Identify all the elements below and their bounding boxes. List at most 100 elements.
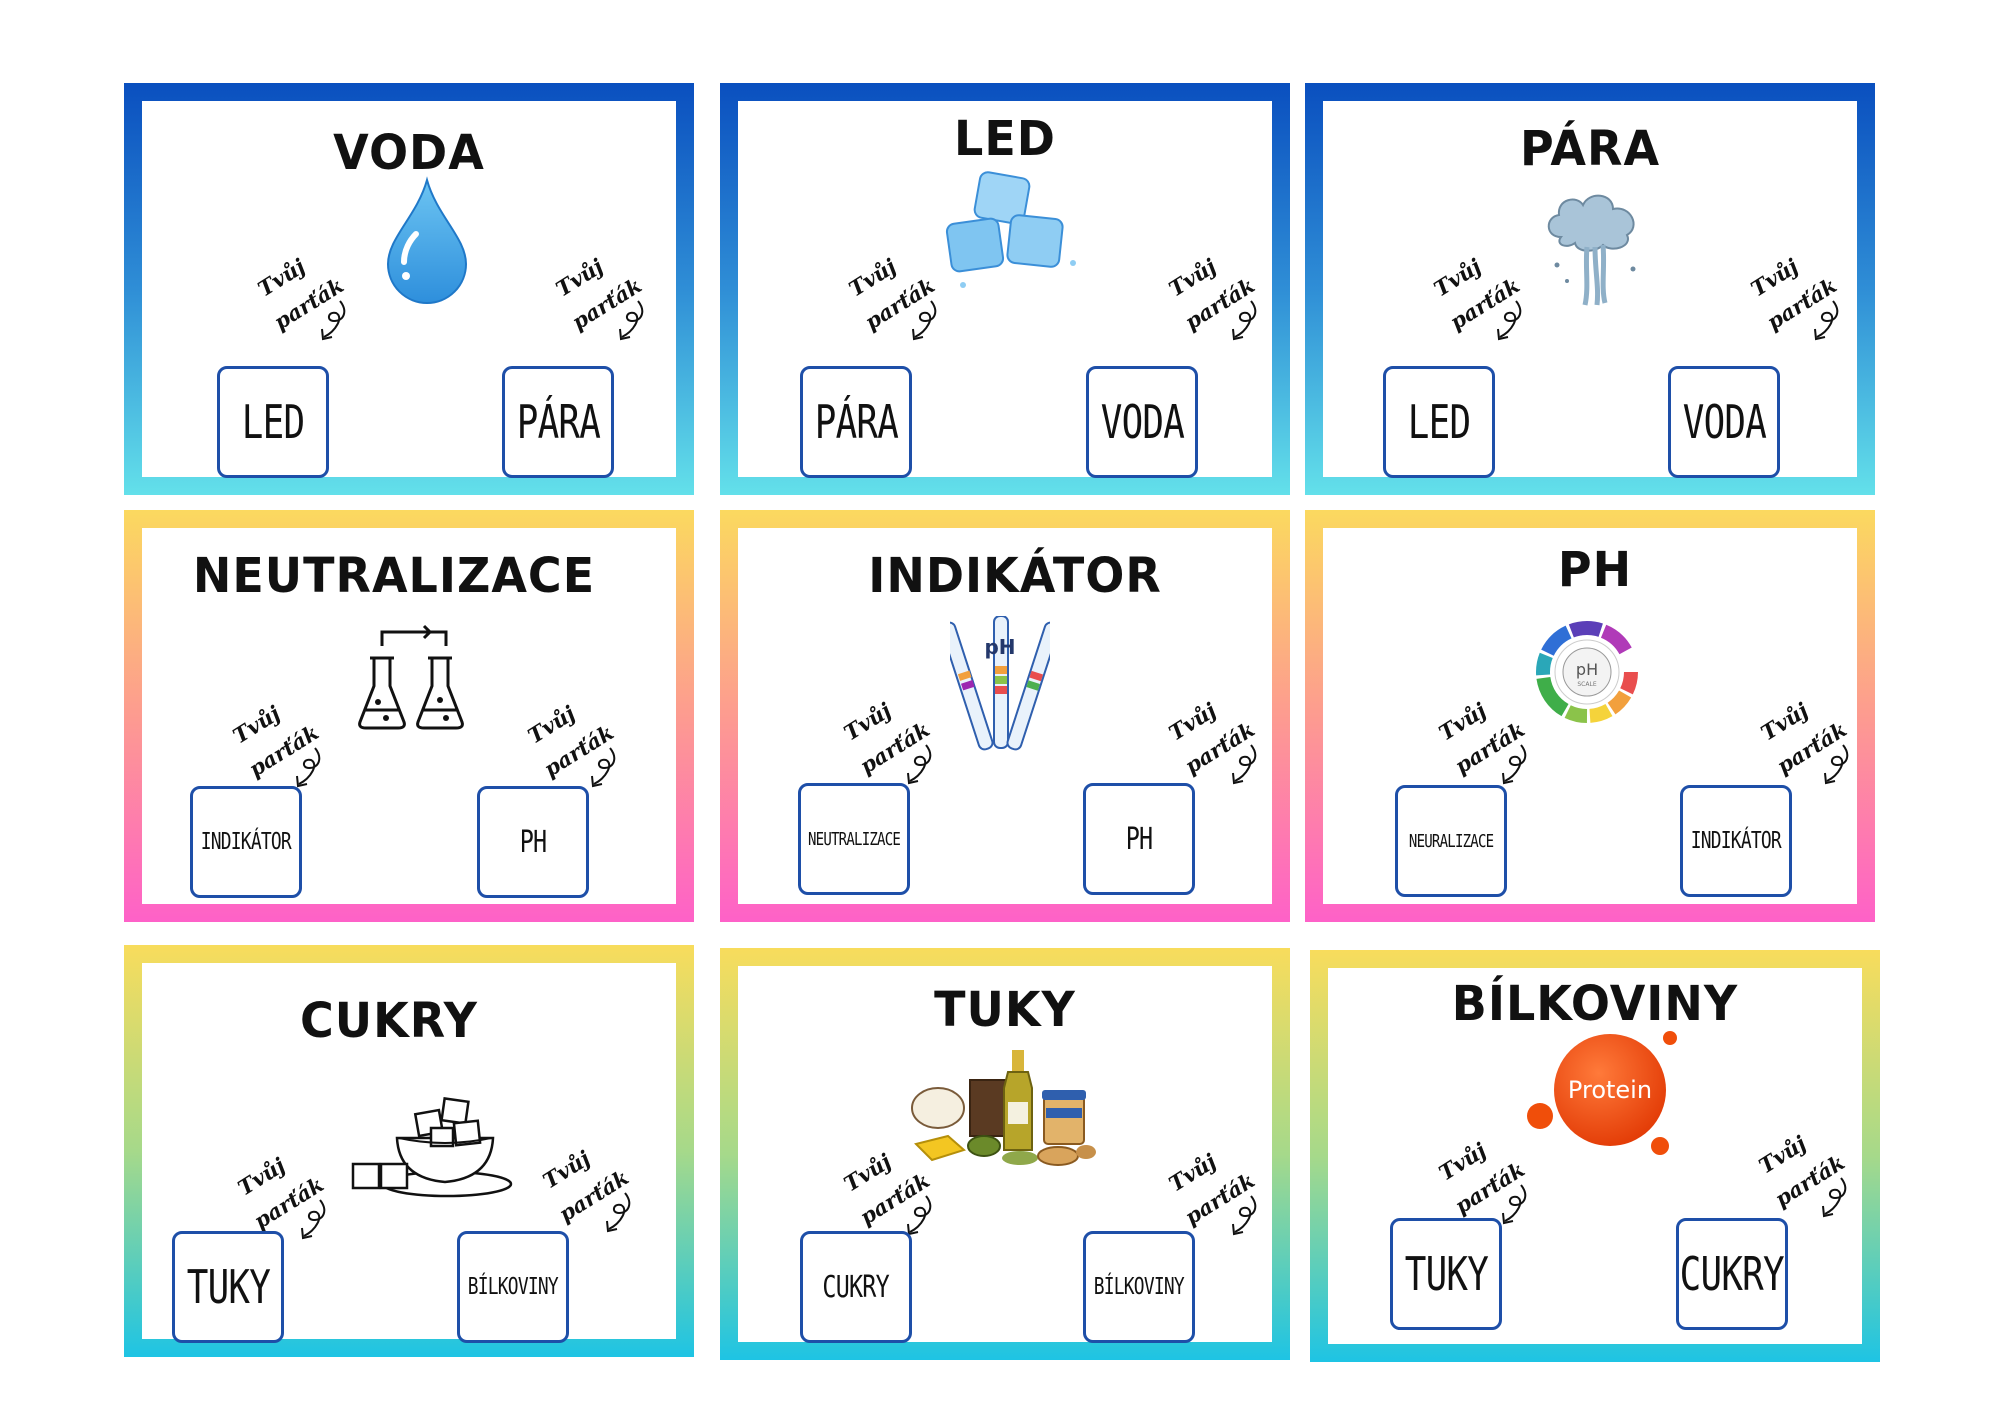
- partner-box-left[interactable]: NEUTRALIZACE: [798, 783, 910, 895]
- card-title: BÍLKOVINY: [1451, 974, 1739, 1032]
- box-label: CUKRY: [1679, 1247, 1785, 1301]
- partner-box-right[interactable]: BÍLKOVINY: [1083, 1231, 1195, 1343]
- card-inner: PÁRA Tvůj parťák Tvůj parťák LED VODA: [1323, 101, 1857, 478]
- curly-arrow-icon: [912, 300, 937, 341]
- card-para: PÁRA Tvůj parťák Tvůj parťák LED VODA: [1305, 83, 1875, 495]
- partner-hint-left: Tvůj parťák: [843, 253, 943, 341]
- partner-box-left[interactable]: TUKY: [172, 1231, 284, 1343]
- card-title: TUKY: [934, 980, 1076, 1038]
- partner-box-right[interactable]: PH: [1083, 783, 1195, 895]
- partner-box-left[interactable]: CUKRY: [800, 1231, 912, 1343]
- curly-arrow-icon: [619, 300, 644, 341]
- card-title: INDIKÁTOR: [868, 546, 1162, 604]
- box-label: TUKY: [1404, 1247, 1488, 1301]
- partner-hint-left: Tvůj parťák: [232, 1152, 332, 1240]
- card-ph: PH pH SCALE Tvůj parťák Tvůj parťák NEU: [1305, 510, 1875, 922]
- box-label: PH: [519, 824, 547, 860]
- box-label: LED: [241, 395, 305, 449]
- card-title: PÁRA: [1519, 119, 1661, 177]
- partner-hint-right: Tvůj parťák: [550, 253, 650, 341]
- curly-arrow-icon: [1497, 300, 1522, 341]
- card-inner: LED Tvůj parťák Tvůj parťák PÁRA VODA: [738, 101, 1272, 478]
- card-voda: VODA Tvůj parťák Tvůj parťák LED PÁRA: [124, 83, 694, 495]
- partner-box-left[interactable]: LED: [217, 366, 329, 478]
- card-title: LED: [954, 109, 1056, 167]
- box-label: VODA: [1100, 395, 1184, 449]
- partner-hint-left: Tvůj parťák: [1428, 253, 1528, 341]
- curly-arrow-icon: [1232, 300, 1257, 341]
- card-inner: TUKY Tvůj parťák Tvůj parťák CUKRY: [738, 966, 1272, 1343]
- ice-cubes-icon: [945, 171, 1076, 288]
- partner-box-left[interactable]: NEURALIZACE: [1395, 785, 1507, 897]
- partner-hint-right: Tvůj parťák: [1745, 253, 1845, 341]
- card-inner: INDIKÁTOR pH Tvůj parťák Tvůj parťák NEU…: [738, 528, 1272, 904]
- partner-hint-right: Tvůj parťák: [1163, 697, 1263, 785]
- partner-hint-right: Tvůj parťák: [1163, 1148, 1263, 1236]
- box-label: BÍLKOVINY: [467, 1274, 559, 1300]
- card-inner: PH pH SCALE Tvůj parťák Tvůj parťák NEU: [1323, 528, 1857, 904]
- box-label: INDIKÁTOR: [1690, 828, 1782, 854]
- fats-food-icon: [911, 1050, 1096, 1166]
- box-label: NEUTRALIZACE: [807, 828, 901, 850]
- partner-hint-left: Tvůj parťák: [838, 697, 938, 785]
- card-inner: NEUTRALIZACE Tvůj parťák Tvůj parťák IND…: [142, 528, 676, 904]
- card-inner: CUKRY Tvůj parťák Tvůj parťák TUKY: [142, 963, 676, 1343]
- curly-arrow-icon: [1822, 1177, 1847, 1218]
- card-tuky: TUKY Tvůj parťák Tvůj parťák CUKRY: [720, 948, 1290, 1360]
- card-inner: VODA Tvůj parťák Tvůj parťák LED PÁRA: [142, 101, 676, 478]
- partner-hint-left: Tvůj parťák: [1433, 1137, 1533, 1225]
- partner-hint-left: Tvůj parťák: [252, 253, 352, 341]
- card-led: LED Tvůj parťák Tvůj parťák PÁRA VODA: [720, 83, 1290, 495]
- partner-box-right[interactable]: CUKRY: [1676, 1218, 1788, 1330]
- partner-hint-right: Tvůj parťák: [1755, 697, 1855, 785]
- partner-hint-left: Tvůj parťák: [227, 700, 327, 788]
- curly-arrow-icon: [591, 747, 616, 788]
- curly-arrow-icon: [606, 1192, 631, 1233]
- image-text-scale: SCALE: [1577, 681, 1596, 688]
- partner-box-right[interactable]: VODA: [1668, 366, 1780, 478]
- partner-box-right[interactable]: VODA: [1086, 366, 1198, 478]
- partner-hint-right: Tvůj parťák: [1163, 253, 1263, 341]
- water-drop-icon: [386, 176, 468, 304]
- card-neutralizace: NEUTRALIZACE Tvůj parťák Tvůj parťák IND…: [124, 510, 694, 922]
- partner-box-left[interactable]: INDIKÁTOR: [190, 786, 302, 898]
- partner-hint-left: Tvůj parťák: [838, 1148, 938, 1236]
- card-title: NEUTRALIZACE: [192, 546, 596, 604]
- box-label: PÁRA: [814, 395, 898, 449]
- partner-box-right[interactable]: PÁRA: [502, 366, 614, 478]
- card-title: VODA: [333, 123, 485, 181]
- protein-bubble-icon: Protein: [1527, 1031, 1677, 1155]
- image-text-ph: pH: [984, 635, 1015, 659]
- curly-arrow-icon: [321, 300, 346, 341]
- curly-arrow-icon: [301, 1199, 326, 1240]
- curly-arrow-icon: [1502, 1184, 1527, 1225]
- box-label: CUKRY: [822, 1269, 890, 1305]
- curly-arrow-icon: [1814, 300, 1839, 341]
- box-label: LED: [1407, 395, 1471, 449]
- partner-box-left[interactable]: PÁRA: [800, 366, 912, 478]
- steam-cloud-icon: [1547, 194, 1636, 306]
- partner-hint-right: Tvůj parťák: [1753, 1130, 1853, 1218]
- card-title: CUKRY: [300, 991, 478, 1049]
- card-title: PH: [1557, 540, 1633, 598]
- curly-arrow-icon: [1232, 1195, 1257, 1236]
- partner-box-left[interactable]: LED: [1383, 366, 1495, 478]
- image-text-protein: Protein: [1568, 1076, 1652, 1104]
- ph-strips-icon: pH: [950, 616, 1050, 751]
- beakers-icon: [358, 624, 464, 730]
- partner-box-right[interactable]: INDIKÁTOR: [1680, 785, 1792, 897]
- partner-box-right[interactable]: BÍLKOVINY: [457, 1231, 569, 1343]
- box-label: PÁRA: [516, 395, 600, 449]
- curly-arrow-icon: [1502, 744, 1527, 785]
- partner-box-right[interactable]: PH: [477, 786, 589, 898]
- partner-hint-right: Tvůj parťák: [537, 1145, 637, 1233]
- ph-scale-wheel-icon: pH SCALE: [1536, 621, 1638, 723]
- curly-arrow-icon: [1824, 744, 1849, 785]
- partner-hint-right: Tvůj parťák: [522, 700, 622, 788]
- box-label: NEURALIZACE: [1408, 830, 1494, 852]
- box-label: INDIKÁTOR: [200, 829, 292, 855]
- box-label: VODA: [1682, 395, 1766, 449]
- curly-arrow-icon: [907, 744, 932, 785]
- partner-box-left[interactable]: TUKY: [1390, 1218, 1502, 1330]
- card-bilkoviny: BÍLKOVINY Protein Tvůj parťák Tvůj parťá…: [1310, 950, 1880, 1362]
